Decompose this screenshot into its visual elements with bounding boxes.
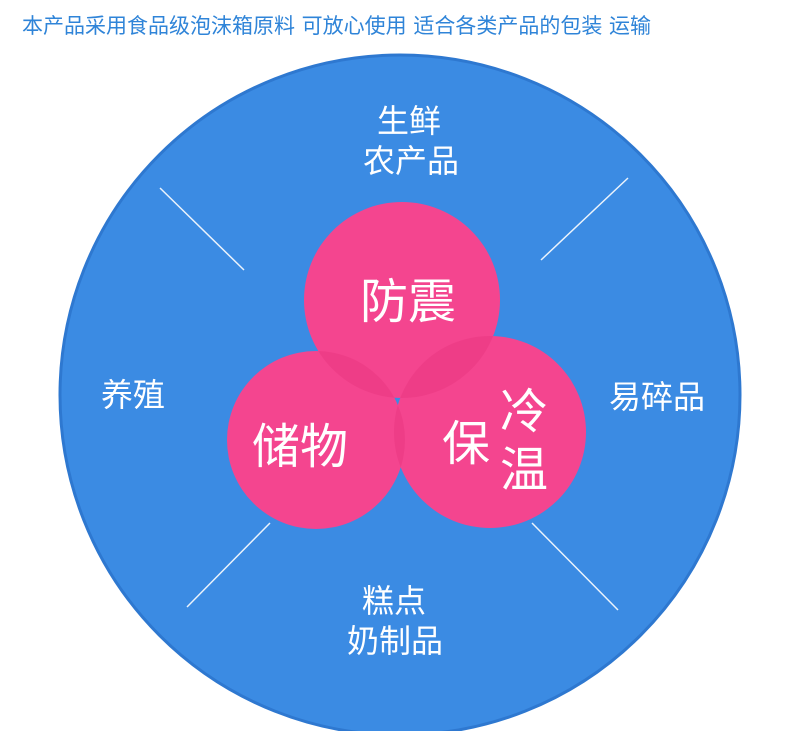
- core-circle-left: [227, 351, 405, 529]
- page-headline: 本产品采用食品级泡沫箱原料 可放心使用 适合各类产品的包装 运输: [22, 14, 652, 38]
- core-label-left: 储物: [252, 419, 348, 475]
- core-label-right-bottom: 温: [500, 442, 548, 498]
- segment-top-line1: 生鲜: [377, 102, 441, 140]
- segment-bottom-line2: 奶制品: [347, 622, 443, 660]
- divider-bottom-right: [531, 522, 619, 611]
- divider-bottom-left: [186, 522, 271, 608]
- segment-right-label: 易碎品: [609, 378, 705, 416]
- core-label-right-top: 冷: [500, 384, 548, 440]
- divider-top-left: [159, 187, 245, 271]
- segment-top-line2: 农产品: [363, 142, 459, 180]
- divider-top-right: [540, 177, 629, 261]
- core-circle-right: [394, 336, 586, 528]
- segment-bottom-line1: 糕点: [362, 582, 426, 620]
- core-label-top: 防震: [360, 274, 456, 330]
- core-label-right-main: 保: [442, 416, 490, 472]
- segment-left-label: 养殖: [101, 376, 165, 414]
